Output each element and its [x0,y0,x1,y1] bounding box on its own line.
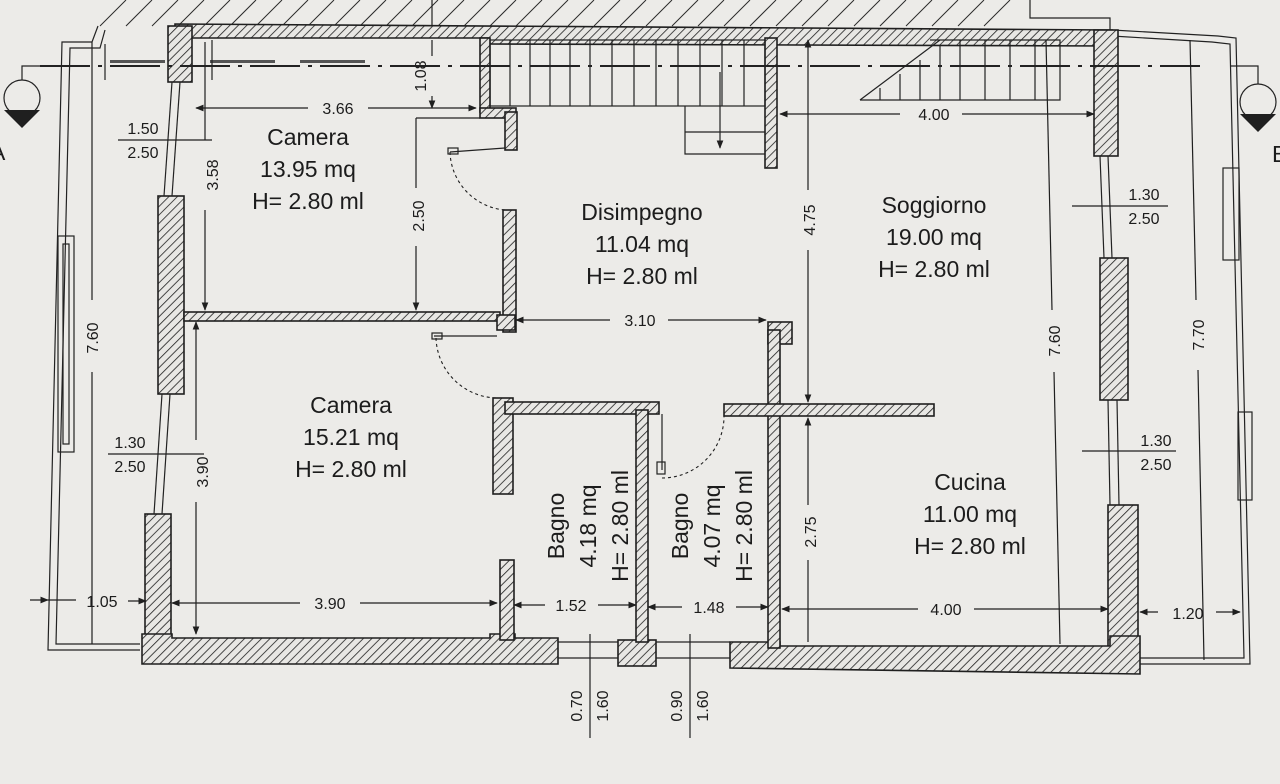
section-a-label: A [0,139,6,165]
window-right-top-width: 1.30 [1128,187,1159,204]
room-bagno-2: Bagno 4.07 mq H= 2.80 ml [667,470,757,582]
window-left-bottom-height: 2.50 [114,459,145,476]
window-bottom-bagno-2-height: 1.60 [695,690,712,721]
room-disimpegno: Disimpegno 11.04 mq H= 2.80 ml [581,199,702,289]
dim-camera-door-height: 2.50 [411,200,428,231]
room-cucina: Cucina 11.00 mq H= 2.80 ml [914,469,1026,559]
window-bottom-bagno-1-width: 0.70 [569,690,586,721]
room-area: 4.18 mq [575,484,601,567]
room-area: 11.04 mq [595,231,689,257]
dim-right-inner-total: 7.60 [1047,325,1064,356]
dim-soggiorno-depth: 4.75 [802,204,819,235]
window-bottom-bagno-2-width: 0.90 [669,690,686,721]
room-camera-top: Camera 13.95 mq H= 2.80 ml [252,124,364,214]
dimension-labels: 3.66 3.58 1.08 2.50 3.10 4.00 4.75 7.60 … [85,60,1208,721]
dim-left-total: 7.60 [85,322,102,353]
window-left-bottom-width: 1.30 [114,435,145,452]
room-area: 19.00 mq [886,224,982,250]
top-annotations [104,40,365,80]
room-name: Camera [310,392,392,418]
dim-right-offset: 1.20 [1172,606,1203,623]
window-left-top-width: 1.50 [127,121,158,138]
dim-cucina-width: 4.00 [930,602,961,619]
dim-top-wall-small: 1.08 [413,60,430,91]
room-area: 11.00 mq [923,501,1017,527]
staircase [40,39,1200,155]
dim-camera-top-width: 3.66 [322,101,353,118]
room-height: H= 2.80 ml [607,470,633,582]
room-name: Camera [267,124,349,150]
top-hatched-strip [95,0,1115,30]
room-name: Soggiorno [882,192,987,218]
room-height: H= 2.80 ml [252,188,364,214]
room-height: H= 2.80 ml [731,470,757,582]
window-left-top-height: 2.50 [127,145,158,162]
window-right-top-height: 2.50 [1128,211,1159,228]
walls [141,23,1141,675]
dimension-lines [30,39,1241,738]
room-name: Disimpegno [581,199,702,225]
dim-camera-bottom-width: 3.90 [314,596,345,613]
dim-camera-top-depth: 3.58 [205,159,222,190]
dim-soggiorno-width: 4.00 [918,107,949,124]
room-area: 4.07 mq [699,484,725,567]
dim-left-offset: 1.05 [86,594,117,611]
room-height: H= 2.80 ml [586,263,698,289]
section-b-label: B [1272,141,1280,167]
section-marker-b: B [1230,65,1280,167]
dim-bagno-1-width: 1.52 [555,598,586,615]
dim-bagno-2-width: 1.48 [693,600,724,617]
doors [416,117,725,479]
room-name: Bagno [667,493,693,560]
room-area: 15.21 mq [303,424,399,450]
room-name: Bagno [543,493,569,560]
dim-camera-bottom-depth: 3.90 [195,456,212,487]
room-camera-bottom: Camera 15.21 mq H= 2.80 ml [295,392,407,482]
outer-railing [47,25,1253,665]
room-height: H= 2.80 ml [914,533,1026,559]
window-right-bottom-height: 2.50 [1140,457,1171,474]
room-name: Cucina [934,469,1006,495]
window-bottom-bagno-1-height: 1.60 [595,690,612,721]
room-bagno-1: Bagno 4.18 mq H= 2.80 ml [543,470,633,582]
window-right-bottom-width: 1.30 [1140,433,1171,450]
room-height: H= 2.80 ml [878,256,990,282]
dim-cucina-depth: 2.75 [803,516,820,547]
room-area: 13.95 mq [260,156,356,182]
section-marker-a: A [0,65,50,165]
room-height: H= 2.80 ml [295,456,407,482]
dim-disimpegno-width: 3.10 [624,313,655,330]
dim-right-outer-total: 7.70 [1191,319,1208,350]
room-soggiorno: Soggiorno 19.00 mq H= 2.80 ml [878,192,990,282]
